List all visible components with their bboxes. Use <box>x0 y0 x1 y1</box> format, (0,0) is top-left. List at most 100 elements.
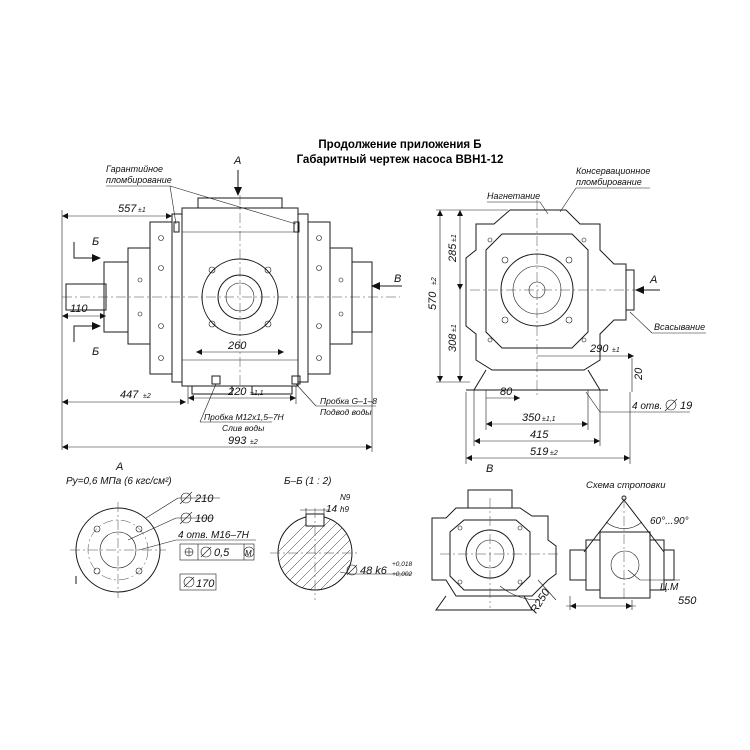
view-v: В R250 <box>431 463 560 616</box>
dim-447-tol: ±2 <box>143 393 151 400</box>
dim-220: 220 <box>227 386 247 398</box>
front-view: А В Б Б Гарантийное пломбирование 557 ±1… <box>61 155 402 452</box>
side-flange-outer <box>500 253 574 327</box>
view-a-label-top: А <box>233 155 241 167</box>
sling-scheme-label: Схема строповки <box>586 480 666 491</box>
shaft-tol-lower: +0,002 <box>392 571 412 578</box>
shaft-48k6: 48 k6 <box>360 565 388 577</box>
dim-110: 110 <box>70 303 88 315</box>
discharge-label: Нагнетание <box>487 191 540 201</box>
view-v-label: В <box>486 463 493 475</box>
plug-supply-label-1: Пробка G–1–8 <box>320 396 377 406</box>
front-flange-outer <box>201 258 279 336</box>
dim-570: 570 <box>427 291 439 310</box>
suction-port <box>625 269 635 311</box>
flange-view-a: А Pу=0,6 МПа (6 кгс/см²) 210 100 4 отв. … <box>66 461 256 598</box>
dim-285-tol: ±1 <box>451 234 458 242</box>
dim-993: 993 <box>228 435 247 447</box>
dim-557: 557 <box>118 203 137 215</box>
conservation-seal-label-1: Консервационное <box>576 166 650 176</box>
section-bb-label: Б–Б (1 : 2) <box>284 476 331 487</box>
view-v-top-nozzle <box>467 489 513 509</box>
tol-05: 0,5 <box>214 547 230 559</box>
dia-170: 170 <box>196 578 215 590</box>
dim-350: 350 <box>522 412 541 424</box>
sling-angle: 60°...90° <box>650 516 689 527</box>
tol-m: M <box>245 549 252 558</box>
plug-drain-label-1: Пробка M12x1,5–7H <box>204 412 285 422</box>
dim-290-tol: ±1 <box>612 347 620 354</box>
warranty-seal-label-2: пломбирование <box>106 175 172 185</box>
dia-100: 100 <box>195 513 214 525</box>
warranty-seal-label-1: Гарантийное <box>106 164 163 174</box>
sling-right <box>623 499 665 553</box>
section-b-label-bottom: Б <box>92 346 99 358</box>
dim-350-tol: ±1,1 <box>542 416 556 423</box>
right-side-plate <box>307 221 331 375</box>
dia-170-frame <box>179 573 217 591</box>
dim-220-tol: ±1,1 <box>250 390 264 397</box>
side-body-outline <box>465 209 627 371</box>
plug-drain-label-2: Слив воды <box>222 423 265 433</box>
dim-519-tol: ±2 <box>550 450 558 457</box>
dim-570-tol: ±2 <box>431 277 438 285</box>
r250: R250 <box>528 586 553 615</box>
sling-left <box>583 499 625 553</box>
holes-m16-label: 4 отв. М16–7Н <box>178 530 250 541</box>
dim-285: 285 <box>447 243 459 263</box>
hole-19: 19 <box>680 400 692 412</box>
shaft-hatching <box>278 516 351 590</box>
side-body-inner <box>485 233 589 349</box>
side-view: Нагнетание Консервационное пломбирование… <box>427 166 706 464</box>
section-b-b: Б–Б (1 : 2) N9 14 h9 <box>270 476 412 600</box>
dim-447: 447 <box>120 389 139 401</box>
plug-supply-label-2: Подвод воды <box>320 407 372 417</box>
conservation-seal-label-2: пломбирование <box>576 177 642 187</box>
key-h9: h9 <box>340 505 349 514</box>
view-v-base <box>435 595 533 611</box>
title-line-2: Габаритный чертеж насоса ВВН1-12 <box>297 154 504 166</box>
supply-plug <box>291 375 301 385</box>
left-side-plate <box>149 221 173 375</box>
suction-label: Всасывание <box>654 322 705 332</box>
dim-557-tol: ±1 <box>138 207 146 214</box>
shaft-tol-upper: +0,018 <box>392 561 412 568</box>
flange-bore <box>99 531 137 569</box>
right-flange <box>329 247 353 345</box>
view-a-label-right: А <box>649 274 657 286</box>
view-a-section-label: А <box>115 461 123 473</box>
key-n9: N9 <box>340 493 351 502</box>
sling-pump-body <box>599 531 651 599</box>
key-14: 14 <box>326 504 338 515</box>
section-b-label-top: Б <box>92 236 99 248</box>
dim-308: 308 <box>447 333 459 352</box>
dim-260: 260 <box>227 340 247 352</box>
view-v-body <box>431 507 557 597</box>
front-flange-inner <box>217 274 263 320</box>
right-foot <box>251 385 293 395</box>
dim-290: 290 <box>589 343 609 355</box>
sling-scheme: Схема строповки 60°...90° Ц.М 550 <box>566 480 697 610</box>
view-v-inner <box>449 519 531 591</box>
top-nozzle <box>197 197 283 209</box>
right-end-flange <box>297 213 309 383</box>
dim-308-tol: ±1 <box>451 324 458 332</box>
warranty-seal-right <box>293 221 300 233</box>
section-mark-bottom <box>73 325 100 342</box>
dia-210: 210 <box>194 493 214 505</box>
warranty-seal-left <box>173 221 180 233</box>
left-flange <box>127 247 151 345</box>
left-end-flange <box>171 213 183 383</box>
right-bearing-cover <box>351 261 373 333</box>
dim-993-tol: ±2 <box>250 439 258 446</box>
dim-80: 80 <box>500 386 513 398</box>
drain-plug <box>211 375 221 385</box>
section-mark-top <box>73 242 100 259</box>
dim-415: 415 <box>530 429 549 441</box>
center-of-mass-label: Ц.М <box>660 582 679 593</box>
dim-550: 550 <box>678 595 697 607</box>
drive-shaft <box>65 283 107 311</box>
title-line-1: Продолжение приложения Б <box>318 139 481 151</box>
holes-4-label: 4 отв. <box>632 401 662 412</box>
